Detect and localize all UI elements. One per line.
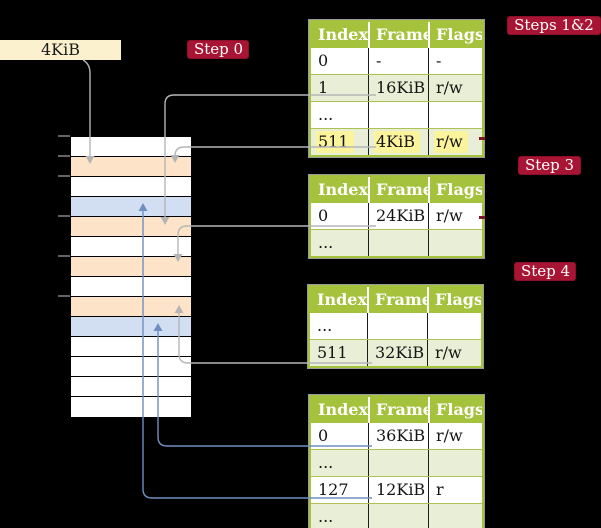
step-3-badge: Step 3 [518, 156, 581, 175]
table-cell: 0 [318, 51, 329, 70]
table-cell [427, 313, 481, 339]
step-0-badge: Step 0 [187, 40, 249, 59]
step-4-badge: Step 4 [514, 262, 576, 281]
column-header-index: Index [311, 177, 368, 203]
page-size-box: 4KiB [0, 40, 121, 60]
column-header-index: Index [310, 287, 367, 313]
table-cell: ... [318, 453, 334, 472]
physical-memory-column [70, 136, 192, 418]
table-cell: ... [317, 316, 333, 335]
column-header-flags: Flags [428, 22, 482, 48]
table-cell: - [428, 48, 482, 74]
table-cell: r/w [428, 423, 482, 449]
highlighted-value: 511 [316, 131, 354, 153]
table-cell: 16KiB [368, 75, 428, 101]
column-header-flags: Flags [428, 397, 482, 423]
memory-frame-row-9 [71, 317, 191, 337]
memory-frame-row-2 [71, 177, 191, 197]
table-cell: 0 [318, 206, 329, 225]
table-row: ... [311, 449, 482, 476]
column-header-frame: Frame [368, 397, 428, 423]
column-header-index: Index [311, 22, 368, 48]
highlighted-value: r/w [434, 131, 468, 153]
memory-frame-row-13 [71, 397, 191, 417]
memory-frame-row-10 [71, 337, 191, 357]
table-cell: 0 [318, 426, 329, 445]
table-cell: 36KiB [368, 423, 428, 449]
column-header-frame: Frame [368, 22, 428, 48]
table-cell [368, 450, 428, 476]
memory-frame-row-5 [71, 237, 191, 257]
table-cell: r/w [428, 203, 482, 229]
table-cell: ... [318, 233, 334, 252]
table-cell: 32KiB [367, 340, 427, 366]
table-row: 0 -- [311, 48, 482, 74]
table-cell: r/w [428, 75, 482, 101]
memory-frame-row-12 [71, 377, 191, 397]
table-row: ... [311, 101, 482, 128]
table-cell: r/w [427, 340, 481, 366]
table-cell: ... [318, 507, 334, 526]
table-cell: 511 [311, 129, 368, 155]
table-cell: r [428, 477, 482, 503]
table-cell: ... [318, 105, 334, 124]
steps-1-2-badge: Steps 1&2 [507, 16, 601, 35]
table-row: ... [311, 503, 482, 528]
table-cell [368, 102, 428, 128]
table-cell [368, 230, 428, 256]
memory-frame-row-1 [71, 157, 191, 177]
memory-frame-row-0 [71, 137, 191, 157]
table-cell: 24KiB [368, 203, 428, 229]
table-cell: 127 [318, 480, 349, 499]
table-cell [428, 450, 482, 476]
table-cell: 4KiB [368, 129, 428, 155]
table-cell [428, 102, 482, 128]
memory-frame-row-3 [71, 197, 191, 217]
memory-frame-row-7 [71, 277, 191, 297]
table-cell: 511 [317, 343, 348, 362]
column-header-flags: Flags [427, 287, 481, 313]
table-cell: 1 [318, 78, 329, 97]
table-cell: r/w [428, 129, 482, 155]
column-header-frame: Frame [368, 177, 428, 203]
table-row: ... [310, 313, 481, 339]
table-cell: - [368, 48, 428, 74]
table-cell [428, 504, 482, 528]
table-row: ... [311, 229, 482, 256]
table-cell [428, 230, 482, 256]
table-cell [367, 313, 427, 339]
table-row: 511 4KiB r/w [311, 128, 482, 155]
highlighted-value: 4KiB [374, 131, 421, 153]
memory-frame-row-8 [71, 297, 191, 317]
column-header-index: Index [311, 397, 368, 423]
memory-address-ticks [58, 135, 70, 297]
memory-frame-row-6 [71, 257, 191, 277]
column-header-flags: Flags [428, 177, 482, 203]
column-header-frame: Frame [367, 287, 427, 313]
memory-frame-row-4 [71, 217, 191, 237]
memory-frame-row-11 [71, 357, 191, 377]
table-cell: 12KiB [368, 477, 428, 503]
table-cell [368, 504, 428, 528]
